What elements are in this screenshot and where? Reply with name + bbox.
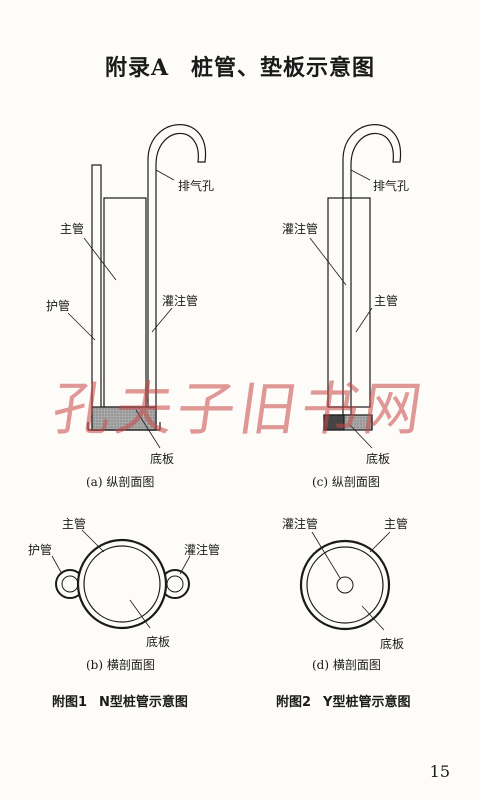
label-b-protect: 护管 — [28, 542, 52, 557]
main-pipe — [327, 197, 371, 408]
figure-c-longitudinal — [309, 124, 402, 449]
page-number: 15 — [429, 762, 450, 781]
caption-d: (d) 横剖面图 — [312, 658, 381, 672]
figure-1-caption: 附图1 N型桩管示意图 — [52, 691, 188, 710]
fill-pipe-hook — [147, 124, 207, 431]
label-c-fill: 灌注管 — [282, 221, 318, 236]
figure-1-number: 附图1 — [52, 695, 88, 710]
main-pipe-ring — [299, 539, 391, 631]
title-text: 桩管、垫板示意图 — [191, 55, 376, 81]
label-d-main: 主管 — [384, 516, 408, 531]
figure-1-text: N型桩管示意图 — [99, 695, 188, 710]
caption-c: (c) 纵剖面图 — [312, 475, 380, 489]
label-b-fill: 灌注管 — [184, 542, 220, 557]
figure-2-caption: 附图2 Y型桩管示意图 — [276, 691, 410, 710]
label-d-fill: 灌注管 — [282, 516, 318, 531]
figure-2-text: Y型桩管示意图 — [323, 695, 411, 710]
label-a-vent: 排气孔 — [178, 178, 214, 193]
figure-b-cross — [51, 529, 191, 630]
figure-d-cross — [299, 531, 391, 631]
label-d-base: 底板 — [380, 636, 404, 651]
figure-2-number: 附图2 — [276, 695, 312, 710]
label-a-main: 主管 — [60, 221, 84, 236]
label-c-main: 主管 — [374, 293, 398, 308]
label-c-base: 底板 — [366, 451, 390, 466]
label-a-fill: 灌注管 — [162, 293, 198, 308]
fill-pipe-ring — [336, 576, 354, 594]
label-a-protect: 护管 — [46, 298, 70, 313]
figure-a-longitudinal — [67, 124, 207, 449]
label-b-main: 主管 — [62, 516, 86, 531]
watermark: 孔夫子旧书网 — [48, 375, 431, 443]
label-a-base: 底板 — [150, 451, 174, 466]
caption-b: (b) 横剖面图 — [86, 658, 155, 672]
title-prefix: 附录A — [104, 55, 170, 81]
fill-pipe-hook — [342, 124, 402, 416]
caption-a: (a) 纵剖面图 — [86, 475, 154, 489]
page-title: 附录A 桩管、垫板示意图 — [0, 50, 480, 82]
label-c-vent: 排气孔 — [373, 178, 409, 193]
label-b-base: 底板 — [146, 634, 170, 649]
